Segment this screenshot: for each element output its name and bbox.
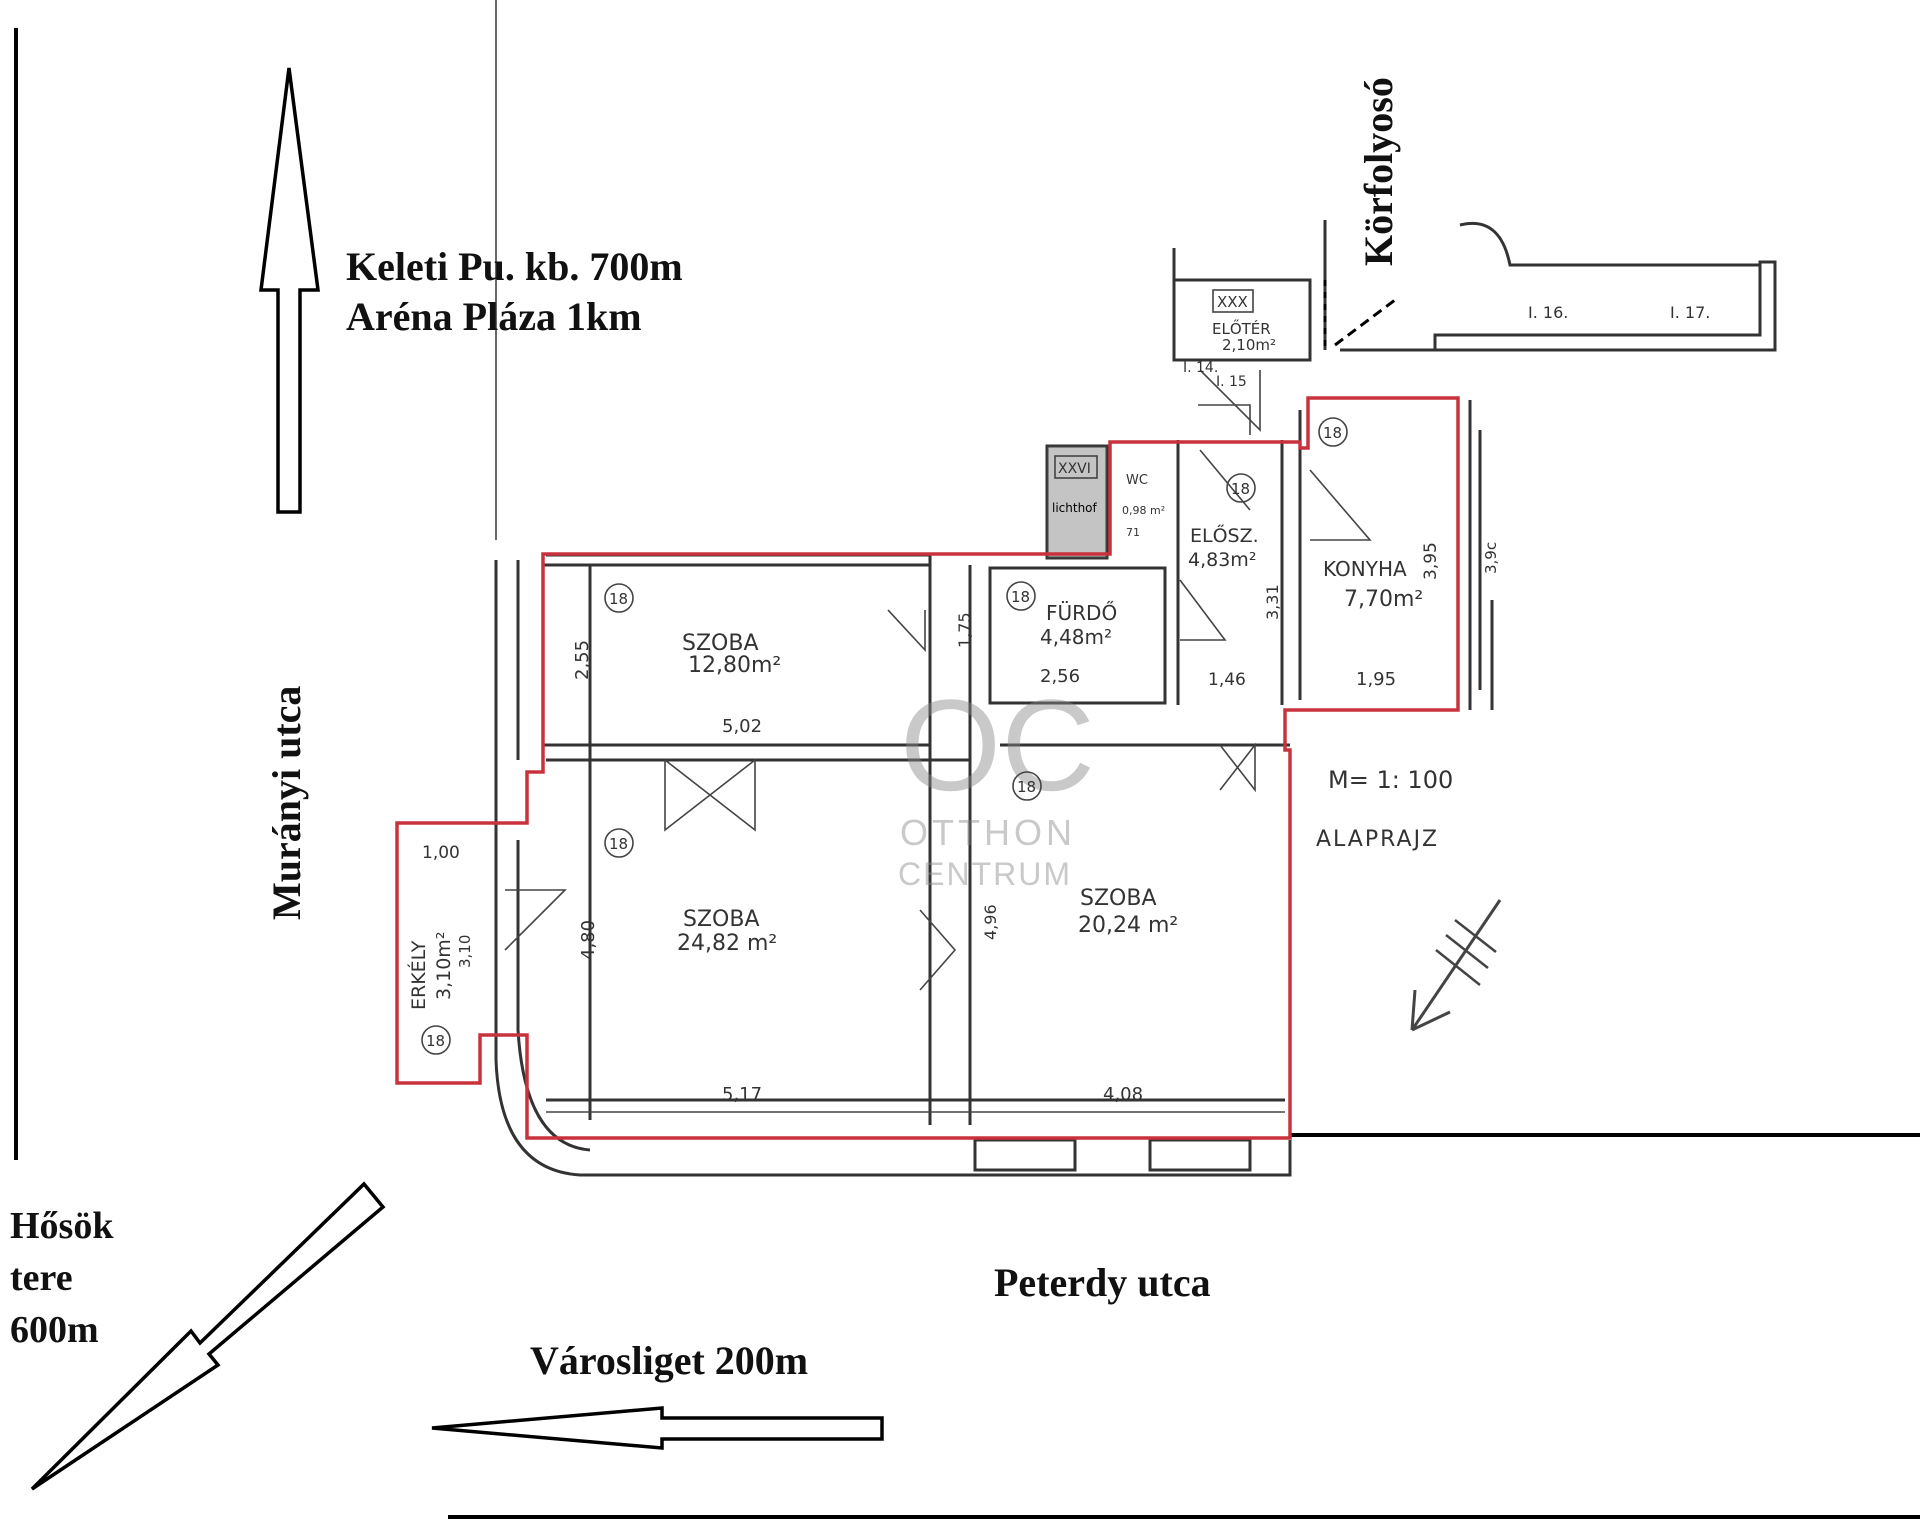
code-i16: I. 16.: [1528, 303, 1568, 322]
room-eloter-name: ELŐTÉR: [1212, 318, 1271, 338]
room-eloszoba-name: ELŐSZ.: [1190, 523, 1259, 547]
marker-18: 18: [1231, 480, 1250, 498]
room-wc-area: 0,98 m²: [1122, 504, 1165, 517]
watermark-line2: CENTRUM: [898, 856, 1072, 892]
label-muranyi: Murányi utca: [264, 686, 309, 920]
dim-480: 4,80: [578, 920, 599, 960]
label-peterdy: Peterdy utca: [994, 1260, 1211, 1305]
dim-195: 1,95: [1356, 669, 1396, 690]
dim-408: 4,08: [1103, 1084, 1143, 1105]
label-hosok-3: 600m: [10, 1309, 99, 1351]
room-szoba3-area: 20,24 m²: [1078, 913, 1178, 938]
code-i15: I. 15: [1216, 374, 1247, 390]
room-erkely-area: 3,10m²: [433, 932, 455, 1000]
code-xxx: XXX: [1217, 293, 1248, 311]
dim-255: 2,55: [572, 640, 593, 680]
north-arrow-icon: [259, 67, 320, 514]
code-i14: I. 14.: [1183, 360, 1218, 376]
dim-331: 3,31: [1263, 584, 1282, 620]
logo-watermark: OC OTTHON CENTRUM: [898, 672, 1095, 892]
apartment-boundary: [395, 396, 1460, 1140]
watermark-mark: OC: [900, 672, 1095, 818]
room-markers: 18 18 18 18 18 18 18: [421, 417, 1348, 1055]
marker-18: 18: [609, 590, 628, 608]
southwest-arrow-icon: [30, 1181, 386, 1491]
west-arrow-icon: [431, 1406, 884, 1450]
room-eloter-area: 2,10m²: [1222, 336, 1276, 354]
room-konyha-area: 7,70m²: [1344, 587, 1423, 612]
room-szoba2-name: SZOBA: [683, 907, 760, 932]
dim-256: 2,56: [1040, 666, 1080, 687]
room-szoba3-name: SZOBA: [1080, 886, 1157, 911]
room-wc-name: WC: [1126, 473, 1148, 488]
dim-71: 71: [1126, 526, 1140, 539]
room-furdo-name: FÜRDŐ: [1046, 601, 1117, 625]
interior-walls: [541, 410, 1302, 1172]
dim-502: 5,02: [722, 716, 762, 737]
room-szoba1-area: 12,80m²: [688, 653, 781, 678]
room-szoba2-area: 24,82 m²: [677, 931, 777, 956]
dim-517: 5,17: [722, 1084, 762, 1105]
marker-18: 18: [609, 835, 628, 853]
dim-310: 3,10: [456, 935, 474, 968]
dim-395: 3,95: [1421, 542, 1441, 580]
dim-100: 1,00: [422, 843, 460, 863]
label-korfolyoso: Körfolyosó: [1356, 77, 1401, 266]
room-furdo-area: 4,48m²: [1040, 625, 1112, 649]
label-hosok-2: tere: [10, 1257, 73, 1299]
marker-18: 18: [1011, 588, 1030, 606]
watermark-line1: OTTHON: [900, 812, 1076, 853]
room-erkely-name: ERKÉLY: [407, 940, 430, 1010]
room-lichthof: lichthof: [1052, 501, 1098, 515]
label-arena: Aréna Pláza 1km: [346, 294, 642, 339]
label-hosok-1: Hősök: [10, 1205, 114, 1247]
compass-icon: [1410, 899, 1502, 1032]
dim-39c: 3,9c: [1482, 542, 1500, 574]
code-xxvi: XXVI: [1058, 461, 1091, 477]
plan-scale: M= 1: 100: [1328, 766, 1453, 794]
code-i17: I. 17.: [1670, 303, 1710, 322]
room-szoba1-name: SZOBA: [682, 631, 759, 656]
room-konyha-name: KONYHA: [1323, 557, 1407, 581]
marker-18: 18: [1017, 778, 1036, 796]
label-keleti: Keleti Pu. kb. 700m: [346, 244, 683, 289]
building-outline: [494, 220, 1777, 1177]
room-eloszoba-area: 4,83m²: [1188, 549, 1256, 571]
marker-18: 18: [426, 1032, 445, 1050]
dim-175: 1,75: [955, 612, 974, 648]
plan-title: ALAPRAJZ: [1316, 827, 1439, 852]
marker-18: 18: [1323, 424, 1342, 442]
door-swings: [504, 369, 1372, 991]
dim-146: 1,46: [1208, 670, 1246, 690]
label-varosliget: Városliget 200m: [530, 1338, 808, 1383]
dim-496: 4,96: [981, 904, 1000, 940]
